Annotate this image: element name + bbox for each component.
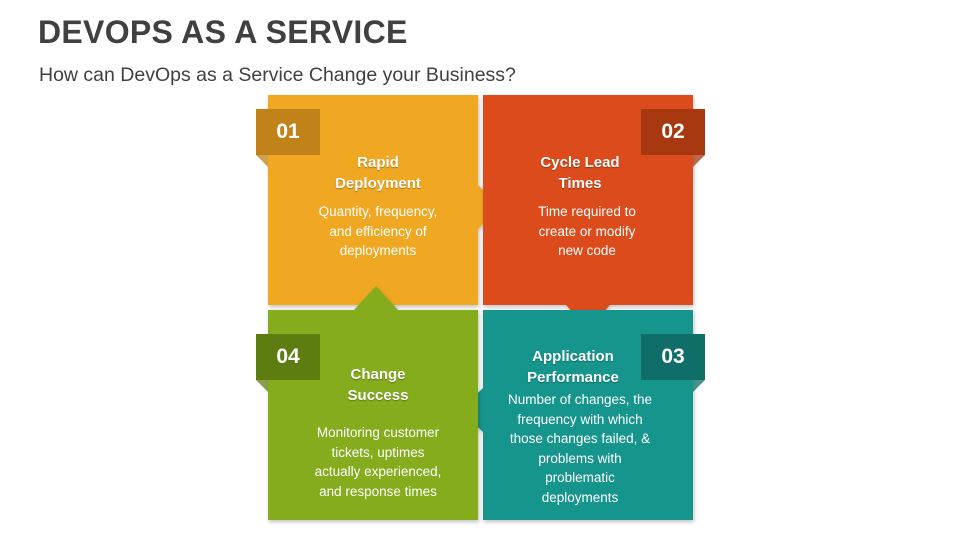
badge-02 — [641, 109, 705, 155]
badge-02-fold — [693, 155, 705, 167]
quadrant-04-shape — [268, 286, 478, 520]
page-subtitle: How can DevOps as a Service Change your … — [39, 64, 516, 86]
quadrant-03-title: Application Performance — [527, 348, 619, 386]
quadrant-04-title: Change Success — [347, 366, 409, 404]
quadrant-01-description: Quantity, frequency, and efficiency of d… — [318, 204, 438, 258]
page-title: DEVOPS AS A SERVICE — [38, 14, 408, 50]
badge-03-fold — [693, 380, 705, 392]
quadrant-03-shape — [460, 310, 693, 520]
badge-01-number: 01 — [276, 120, 300, 143]
quadrant-04-description: Monitoring customer tickets, uptimes act… — [314, 425, 442, 499]
quadrant-01-title: Rapid Deployment — [335, 154, 421, 192]
badge-04 — [256, 334, 320, 380]
badge-03 — [641, 334, 705, 380]
badge-01 — [256, 109, 320, 155]
quadrant-03-description: Number of changes, the frequency with wh… — [507, 392, 653, 505]
badge-03-number: 03 — [661, 345, 685, 368]
badge-02-number: 02 — [661, 120, 685, 143]
badge-01-fold — [256, 155, 268, 167]
quadrant-02-description: Time required to create or modify new co… — [538, 204, 636, 258]
badge-04-fold — [256, 380, 268, 392]
quadrant-02-title: Cycle Lead Times — [540, 154, 620, 192]
quadrant-02-shape — [483, 95, 693, 330]
quadrant-01-shape — [268, 95, 501, 305]
badge-04-number: 04 — [276, 345, 300, 368]
